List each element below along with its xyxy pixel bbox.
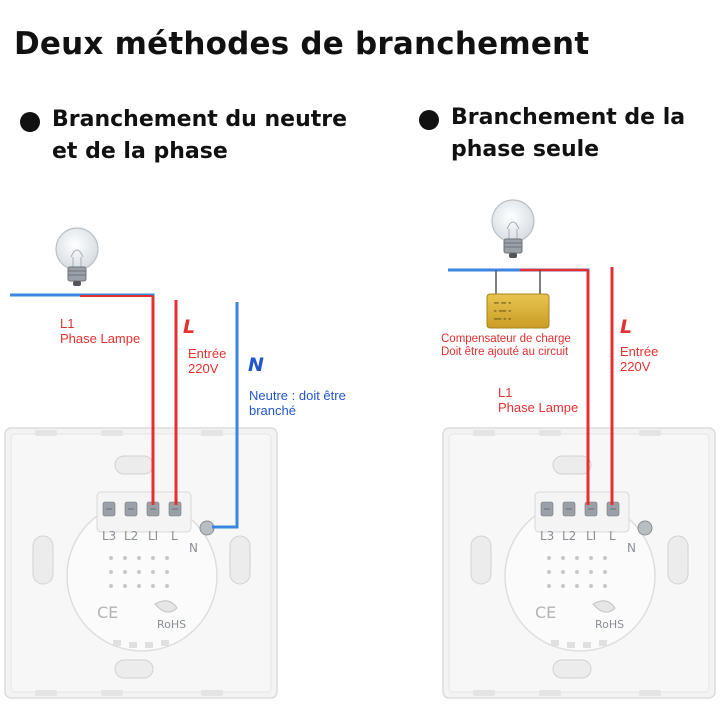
right-method-heading: Branchement de la phase seule <box>451 102 685 166</box>
bullet-icon <box>20 112 40 132</box>
right-terminal-l3: L3 <box>540 529 554 543</box>
page-title: Deux méthodes de branchement <box>14 26 590 62</box>
left-terminal-l2: L2 <box>124 529 138 543</box>
left-heading-line2: et de la phase <box>52 139 228 164</box>
left-neutre-label: Neutre : doit être branché <box>249 388 346 418</box>
compensator-label: Compensateur de charge Doit être ajouté … <box>441 333 571 359</box>
right-l1-code: L1 <box>498 385 513 400</box>
left-heading-line1: Branchement du neutre <box>52 107 348 132</box>
left-entree-label: Entrée 220V <box>188 346 226 376</box>
right-entree: Entrée <box>620 344 659 359</box>
left-method-heading: Branchement du neutre et de la phase <box>52 104 347 168</box>
right-heading-line1: Branchement de la <box>451 105 686 130</box>
left-terminal-n: N <box>189 541 198 555</box>
left-neutral-wire <box>212 302 239 529</box>
right-switch-plate <box>442 427 716 699</box>
left-l1-code: L1 <box>60 316 75 331</box>
left-terminal-li: LI <box>148 529 158 543</box>
right-terminal-l2: L2 <box>562 529 576 543</box>
bullet-icon <box>419 110 439 130</box>
right-terminal-l: L <box>609 529 616 543</box>
capacitor-print: ▬ ▬▬▬ ▬ <box>494 308 511 313</box>
right-entree-label: Entrée 220V <box>620 344 658 374</box>
right-terminal-n: N <box>627 541 636 555</box>
right-l1-label: L1 Phase Lampe <box>498 385 578 415</box>
right-rohs-mark: RoHS <box>595 618 624 631</box>
comp-line2: Doit être ajouté au circuit <box>441 346 569 358</box>
left-terminal-l3: L3 <box>102 529 116 543</box>
left-bulb-icon <box>55 227 99 287</box>
right-l1-desc: Phase Lampe <box>498 400 579 415</box>
left-entree: Entrée <box>188 346 227 361</box>
left-L-letter: L <box>183 316 196 338</box>
left-N-letter: N <box>248 354 264 376</box>
left-rohs-mark: RoHS <box>157 618 186 631</box>
right-bulb-icon <box>491 199 535 259</box>
left-l1-label: L1 Phase Lampe <box>60 316 140 346</box>
right-L-letter: L <box>620 316 633 338</box>
left-voltage: 220V <box>188 361 219 376</box>
left-neutre-line1: Neutre : doit être <box>249 388 346 403</box>
left-neutre-line2: branché <box>249 403 296 418</box>
comp-line1: Compensateur de charge <box>441 333 571 345</box>
left-l1-desc: Phase Lampe <box>60 331 141 346</box>
right-voltage: 220V <box>620 359 651 374</box>
capacitor-print: ▬▬ ▬▬ ▬ <box>494 300 511 305</box>
left-terminal-l: L <box>171 529 178 543</box>
right-heading-line2: phase seule <box>451 137 600 162</box>
load-compensator-icon <box>486 293 550 329</box>
capacitor-print: ▬▬▬ ▬ ▬ <box>494 316 511 321</box>
right-terminal-li: LI <box>586 529 596 543</box>
